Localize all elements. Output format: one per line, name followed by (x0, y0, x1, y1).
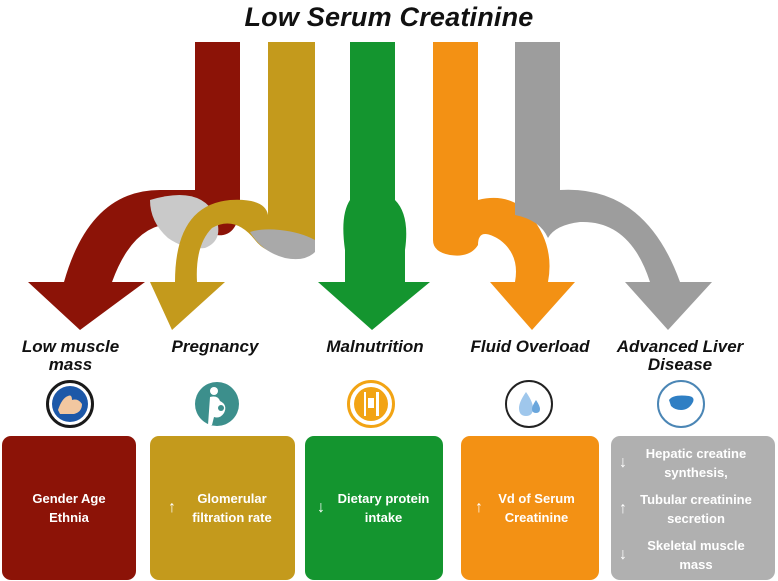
arrow-advanced-liver-disease (515, 42, 712, 330)
flexed-arm-icon (46, 380, 94, 428)
liver-icon (657, 380, 705, 428)
arrow-twist-gray (250, 229, 315, 260)
box-text: Skeletal muscle mass (647, 538, 745, 572)
cause-label-low-muscle-mass: Low muscle mass (21, 337, 120, 374)
box-text: Hepatic creatine synthesis, (645, 446, 747, 480)
box-text: Vd of Serum Creatinine (498, 491, 575, 525)
arrow-malnutrition (318, 42, 430, 330)
down-arrow-icon: ↓ (317, 499, 325, 516)
cause-box-low-muscle-mass: Gender Age Ethnia (2, 436, 136, 580)
cause-label-fluid-overload: Fluid Overload (470, 337, 590, 356)
water-drops-icon (505, 380, 553, 428)
down-arrow-icon: ↓ (619, 546, 627, 563)
up-arrow-icon: ↑ (619, 500, 627, 517)
arrow-fluid-overload (433, 42, 575, 330)
arrow-pregnancy (150, 42, 315, 330)
cause-box-malnutrition: ↓ Dietary protein intake (305, 436, 443, 580)
up-arrow-icon: ↑ (168, 499, 176, 516)
box-text: Tubular creatinine secretion (640, 492, 752, 526)
cause-label-malnutrition: Malnutrition (326, 337, 424, 356)
diagram-title: Low Serum Creatinine (244, 2, 534, 32)
cause-box-advanced-liver-disease: ↓ Hepatic creatine synthesis, ↑ Tubular … (611, 436, 775, 580)
cause-box-pregnancy: ↑ Glomerular filtration rate (150, 436, 295, 580)
box-text: Dietary protein intake (337, 491, 430, 525)
arrow-low-muscle-mass (28, 42, 240, 330)
box-text: Gender Age Ethnia (32, 491, 106, 525)
up-arrow-icon: ↑ (475, 499, 483, 516)
fork-knife-icon (347, 380, 395, 428)
cause-label-pregnancy: Pregnancy (171, 337, 259, 356)
down-arrow-icon: ↓ (619, 454, 627, 471)
pregnant-woman-icon (193, 380, 241, 428)
cause-box-fluid-overload: ↑ Vd of Serum Creatinine (461, 436, 599, 580)
cause-label-advanced-liver-disease: Advanced Liver Disease (616, 337, 744, 374)
box-text: Glomerular filtration rate (192, 491, 272, 525)
